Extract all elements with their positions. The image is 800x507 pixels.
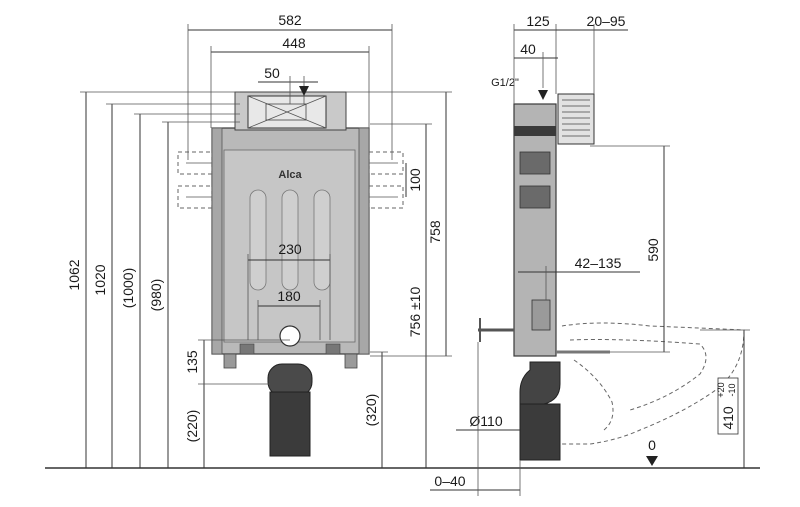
dim-230: 230 <box>278 241 302 257</box>
dim-582: 582 <box>278 12 302 28</box>
drain-outlet <box>279 325 301 347</box>
dim-410-box <box>717 377 739 435</box>
side-inlet-arrow-icon <box>538 90 548 100</box>
dim-756: 756 ±10 <box>407 287 423 338</box>
coil-connector <box>557 93 595 145</box>
dim-410-tol-minus: -10 <box>727 383 737 396</box>
waste-pipe <box>269 391 311 457</box>
dim-110: Ø110 <box>469 413 502 429</box>
toilet-bowl-outline <box>561 322 745 445</box>
inlet-arrow-icon <box>299 86 309 96</box>
side-elbow <box>519 361 561 411</box>
dim-100: 100 <box>407 168 423 192</box>
dim-1062: 1062 <box>66 259 82 290</box>
dim-40: 40 <box>520 41 536 57</box>
slot-2 <box>281 189 299 291</box>
dim-180: 180 <box>277 288 301 304</box>
dim-125: 125 <box>526 13 550 29</box>
side-waste-pipe <box>519 403 561 461</box>
waste-elbow <box>267 363 313 397</box>
foot-left <box>223 353 237 369</box>
dim-1000: (1000) <box>120 268 136 308</box>
slot-1 <box>249 189 267 291</box>
dim-410: 410 <box>720 406 736 430</box>
side-panel-3 <box>531 299 551 331</box>
frame-upright-left <box>211 127 223 355</box>
dim-220: (220) <box>184 410 200 443</box>
zero-level-label: 0 <box>648 437 656 453</box>
dim-50: 50 <box>264 65 280 81</box>
dim-135: 135 <box>184 350 200 374</box>
slot-3 <box>313 189 331 291</box>
dim-20-95: 20–95 <box>587 13 626 29</box>
foot-right <box>344 353 358 369</box>
dim-42-135: 42–135 <box>575 255 622 271</box>
frame-upright-right <box>358 127 370 355</box>
bracket-left <box>177 151 213 209</box>
side-view: G1/2" 125 20–95 40 590 42–135 <box>430 13 750 496</box>
dim-320: (320) <box>363 394 379 427</box>
dim-410-tol-plus: +20 <box>716 382 726 397</box>
side-panel-2 <box>519 185 551 209</box>
inlet-label: G1/2" <box>491 77 519 89</box>
dim-1020: 1020 <box>92 264 108 295</box>
dim-590: 590 <box>645 238 661 262</box>
dim-980: (980) <box>148 279 164 312</box>
side-panel-1 <box>519 151 551 175</box>
dim-758: 758 <box>427 220 443 244</box>
dim-448: 448 <box>282 35 306 51</box>
brand-logo: Alca <box>278 169 302 181</box>
bracket-right <box>368 151 404 209</box>
dim-0-40: 0–40 <box>434 473 465 489</box>
front-view: Alca 582 448 <box>66 12 452 468</box>
zero-level-arrow-icon <box>646 456 658 466</box>
